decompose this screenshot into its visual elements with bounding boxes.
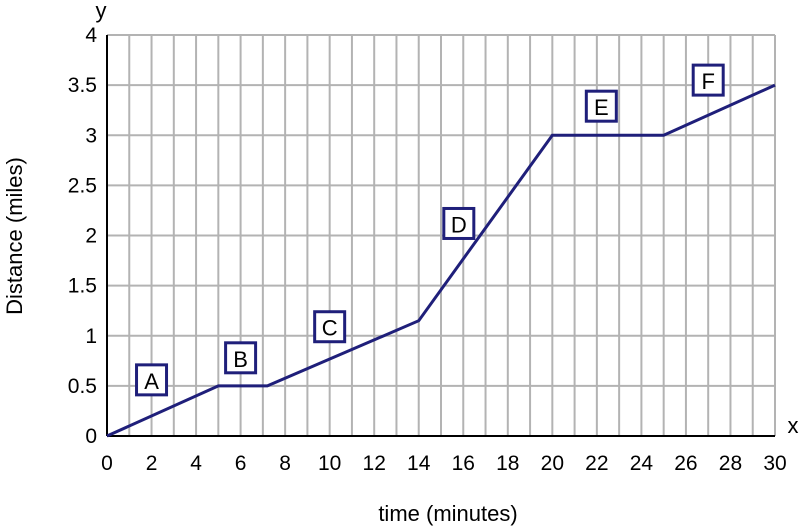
x-tick-label: 22 (585, 452, 608, 475)
axes (106, 35, 775, 437)
y-tick-label: 0.5 (68, 375, 97, 398)
y-tick-label: 4 (85, 24, 97, 47)
series-line (106, 83, 776, 438)
series (106, 83, 776, 438)
y-tick-label: 0 (85, 425, 97, 448)
x-axis-title: time (minutes) (378, 501, 517, 526)
segment-labels: A B C D E F (135, 63, 725, 397)
x-tick-label: 0 (101, 452, 113, 475)
x-tick-label: 28 (719, 452, 742, 475)
x-tick-label: 6 (235, 452, 247, 475)
segment-label: A (144, 369, 159, 394)
y-tick-label: 2 (85, 225, 97, 248)
x-tick-label: 18 (496, 452, 519, 475)
y-tick-label: 1.5 (68, 275, 97, 298)
segment-label-box (442, 206, 476, 240)
segment-label-box (691, 63, 725, 97)
x-tick-label: 2 (146, 452, 158, 475)
segment-label-box (313, 310, 347, 344)
segment-label: D (451, 212, 467, 237)
x-tick-label: 12 (363, 452, 386, 475)
x-tick-label: 24 (630, 452, 654, 475)
segment-label: E (594, 95, 609, 120)
y-axis-letter: y (96, 0, 107, 23)
x-tick-label: 20 (541, 452, 564, 475)
x-tick-label: 8 (279, 452, 291, 475)
grid (107, 34, 776, 436)
segment-label-box (224, 341, 258, 375)
x-tick-label: 4 (190, 452, 202, 475)
y-axis-title: Distance (miles) (2, 157, 27, 315)
x-tick-label: 14 (407, 452, 431, 475)
segment-label: B (233, 347, 248, 372)
segment-label-box (584, 89, 618, 123)
y-tick-labels: 0 0.5 1 1.5 2 2.5 3 3.5 4 (68, 24, 98, 448)
segment-label-box (135, 363, 169, 397)
y-tick-label: 1 (85, 325, 97, 348)
x-tick-label: 16 (452, 452, 475, 475)
x-axis-letter: x (788, 413, 799, 438)
x-tick-label: 30 (763, 452, 786, 475)
y-tick-label: 3.5 (68, 74, 97, 97)
y-tick-label: 3 (85, 124, 97, 147)
x-tick-label: 26 (674, 452, 697, 475)
x-tick-label: 10 (318, 452, 341, 475)
segment-label: F (701, 69, 714, 94)
y-tick-label: 2.5 (68, 174, 97, 197)
segment-label: C (322, 316, 338, 341)
